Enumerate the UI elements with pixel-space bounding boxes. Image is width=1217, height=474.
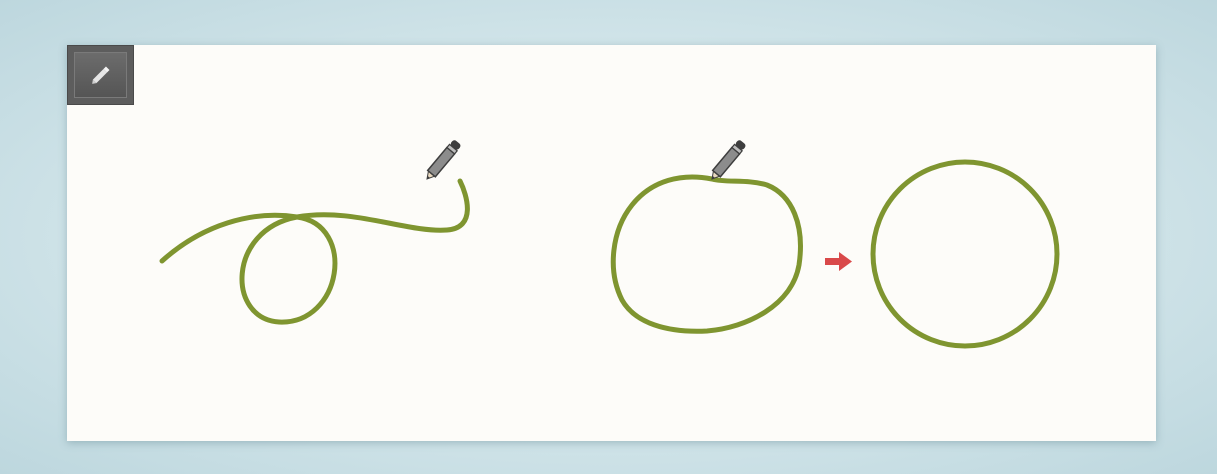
freehand-stroke <box>162 181 467 322</box>
pencil-cursor-icon <box>423 139 462 182</box>
pencil-cursor-icon <box>708 139 747 182</box>
illustration-area <box>67 45 1156 441</box>
right-arrow-icon <box>825 252 852 271</box>
drawing-canvas[interactable] <box>67 45 1156 441</box>
perfect-circle-stroke <box>873 162 1057 346</box>
rough-circle-stroke <box>613 177 800 331</box>
